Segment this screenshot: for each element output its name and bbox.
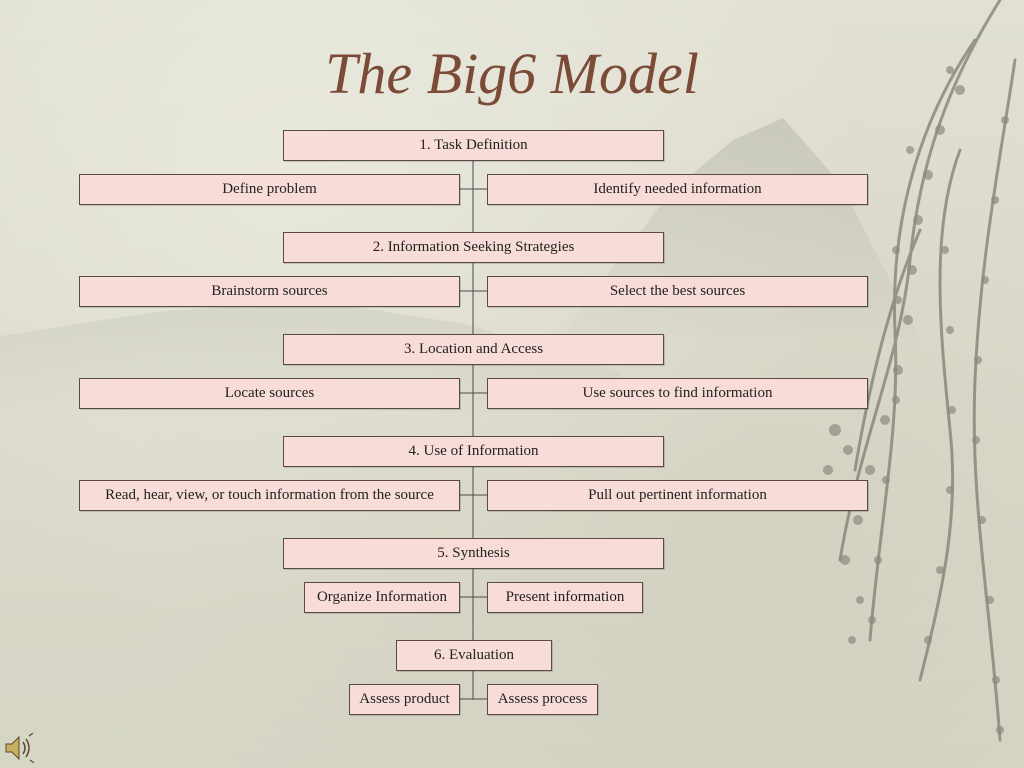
sub-use-sources: Use sources to find information (487, 378, 868, 409)
step-information-seeking-strategies: 2. Information Seeking Strategies (283, 232, 664, 263)
sub-identify-needed-information: Identify needed information (487, 174, 868, 205)
sub-assess-process: Assess process (487, 684, 598, 715)
sub-locate-sources: Locate sources (79, 378, 460, 409)
step-location-and-access: 3. Location and Access (283, 334, 664, 365)
willow-branch-decoration (823, 0, 1017, 742)
sub-assess-product: Assess product (349, 684, 460, 715)
step-synthesis: 5. Synthesis (283, 538, 664, 569)
sub-define-problem: Define problem (79, 174, 460, 205)
sub-select-best-sources: Select the best sources (487, 276, 868, 307)
sub-read-hear-view-touch: Read, hear, view, or touch information f… (79, 480, 460, 511)
step-task-definition: 1. Task Definition (283, 130, 664, 161)
sub-organize-information: Organize Information (304, 582, 460, 613)
sub-present-information: Present information (487, 582, 643, 613)
slide-title: The Big6 Model (325, 41, 699, 106)
sub-pull-out-pertinent: Pull out pertinent information (487, 480, 868, 511)
sub-brainstorm-sources: Brainstorm sources (79, 276, 460, 307)
step-evaluation: 6. Evaluation (396, 640, 552, 671)
speaker-icon[interactable] (4, 733, 36, 763)
step-use-of-information: 4. Use of Information (283, 436, 664, 467)
